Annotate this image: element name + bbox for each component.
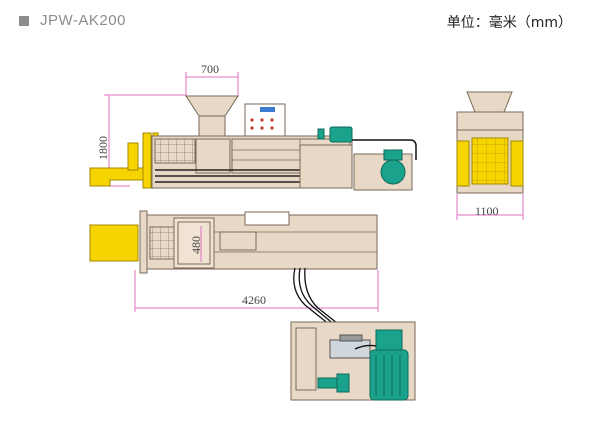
side-feed-platform (89, 167, 151, 187)
end-yellow-left (456, 140, 470, 187)
unit-motor-head (375, 329, 403, 351)
side-pusher-plate (127, 142, 139, 171)
unit-note: 单位：毫米（mm） (446, 15, 572, 31)
control-display (260, 107, 275, 112)
model-title: JPW-AK200 (40, 12, 126, 29)
dim-label-1100: 1100 (475, 204, 499, 218)
side-discharge-section (299, 144, 353, 189)
top-chamber-inner (177, 221, 211, 265)
unit-valve-block (329, 339, 371, 359)
side-small-pump (317, 128, 325, 140)
control-buttons (250, 118, 274, 130)
side-upright-left (142, 132, 152, 189)
side-top-motor (329, 126, 353, 143)
end-hopper (466, 91, 513, 113)
dim-overall-length (134, 270, 379, 312)
dim-hopper-width (185, 72, 239, 97)
side-motor-cap (383, 149, 403, 161)
end-yellow-right (510, 140, 524, 187)
dim-label-480: 480 (189, 236, 203, 254)
unit-manifold (339, 334, 363, 342)
top-control-box (244, 211, 290, 226)
top-chamber (173, 217, 215, 269)
top-view: 480 4260 (89, 210, 379, 328)
side-hydraulic-lines (155, 169, 300, 183)
dim-overall-width (456, 194, 524, 220)
unit-main-motor (369, 349, 409, 401)
hydraulic-unit-view (290, 321, 416, 401)
end-bale-grid (471, 137, 509, 185)
side-pump-motor (380, 159, 406, 185)
dim-label-4260: 4260 (242, 293, 266, 307)
unit-motor-fins (375, 355, 401, 396)
unit-pump-hose (354, 344, 377, 350)
top-hoses (293, 267, 343, 328)
top-feed-platform (89, 224, 139, 262)
side-hopper (185, 95, 239, 117)
side-view: 700 1800 (89, 62, 417, 191)
side-press-chamber-grid (154, 138, 196, 164)
dim-label-700: 700 (201, 62, 219, 76)
side-hose (352, 139, 417, 160)
top-cylinder-plate (139, 210, 148, 274)
end-view: 1100 (456, 91, 524, 220)
side-chamber-door (195, 138, 231, 174)
dim-label-1800: 1800 (96, 136, 110, 160)
unit-panel (295, 327, 317, 391)
unit-small-pump (336, 373, 350, 393)
header-bullet-square (19, 16, 29, 26)
top-body-lines (214, 231, 377, 253)
side-hopper-neck (198, 115, 226, 137)
unit-small-motor (317, 377, 339, 389)
